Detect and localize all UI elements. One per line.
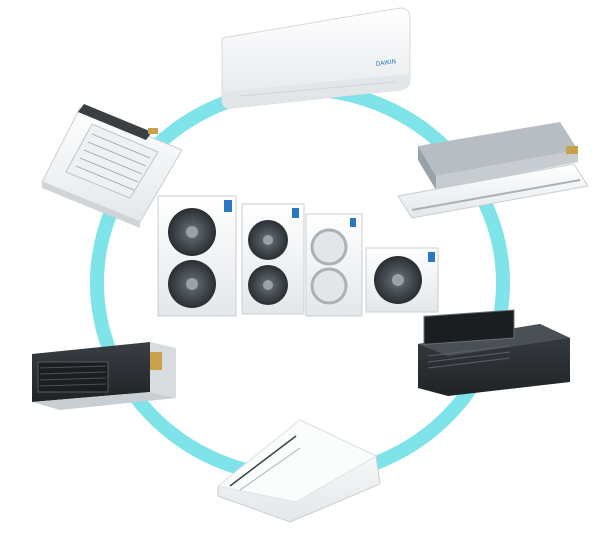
ceiling-mounted-cassette-unit <box>397 122 589 219</box>
wall-unit-logo: DAIKIN <box>375 58 396 68</box>
outdoor-unit-1 <box>157 195 237 317</box>
round-flow-cassette-unit <box>41 104 183 228</box>
outdoor-unit-3 <box>305 213 363 317</box>
ducted-unit-left <box>32 342 176 410</box>
outdoor-unit-2 <box>241 203 305 315</box>
outdoor-units-group <box>157 195 439 317</box>
wall-mounted-unit: DAIKIN <box>221 7 411 109</box>
ceiling-suspended-unit <box>216 419 381 523</box>
ducted-unit-right <box>418 309 570 396</box>
outdoor-unit-4 <box>365 247 439 313</box>
